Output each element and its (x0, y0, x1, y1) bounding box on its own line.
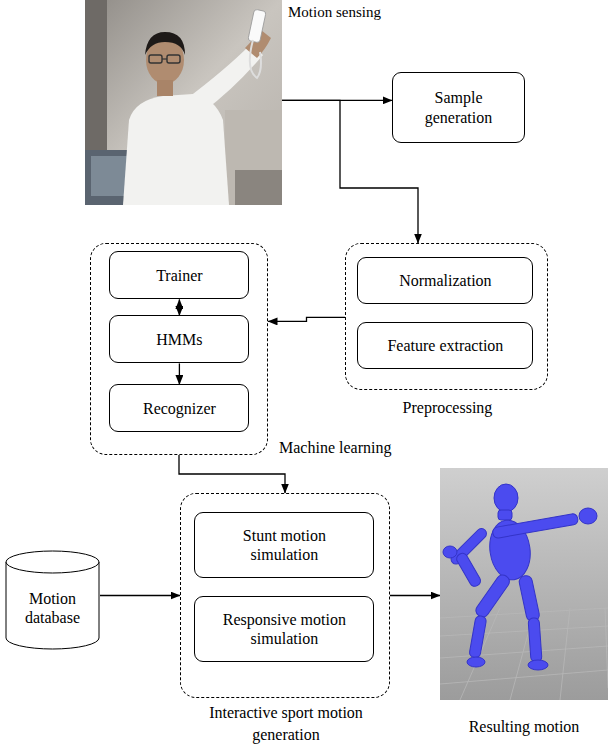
box-label: Sample generation (411, 88, 506, 126)
process-box: Normalization (357, 257, 533, 304)
box-label: Recognizer (143, 399, 216, 418)
database-cylinder: Motion database (5, 550, 100, 650)
dashed-group: PreprocessingNormalizationFeature extrac… (345, 243, 548, 390)
flow-arrow (100, 595, 180, 596)
group-label: Interactive sport motion generation (200, 702, 372, 745)
result-render: Resulting motion (440, 468, 608, 700)
process-box: Responsive motion simulation (194, 596, 374, 662)
process-box: Sample generation (392, 72, 525, 143)
rendered-figure (440, 468, 608, 700)
box-label: Responsive motion simulation (213, 610, 355, 648)
group-label: Machine learning (279, 437, 391, 459)
group-label: Resulting motion (440, 716, 608, 738)
flow-arrow (268, 317, 345, 321)
dashed-group: Interactive sport motion generationStunt… (180, 493, 390, 698)
box-label: HMMs (156, 330, 202, 349)
process-box: Feature extraction (357, 322, 533, 369)
box-label: Stunt motion simulation (213, 526, 355, 564)
group-label: Preprocessing (346, 397, 549, 419)
flow-arrow (179, 363, 180, 384)
box-label: Normalization (399, 271, 491, 290)
process-box: Stunt motion simulation (194, 512, 374, 578)
box-label: Motion database (11, 589, 94, 627)
flow-arrow (179, 455, 285, 493)
photo-illustration (85, 0, 282, 205)
process-box: Trainer (109, 251, 249, 299)
flow-arrow (179, 299, 180, 315)
motion-photo: Motion sensing (85, 0, 282, 205)
box-label: Trainer (156, 266, 203, 285)
flow-arrow (390, 595, 440, 596)
process-box: HMMs (109, 315, 249, 363)
box-label: Feature extraction (387, 336, 503, 355)
group-label: Motion sensing (288, 2, 381, 22)
dashed-group: Machine learningTrainerHMMsRecognizer (90, 243, 268, 455)
process-box: Recognizer (109, 384, 249, 432)
